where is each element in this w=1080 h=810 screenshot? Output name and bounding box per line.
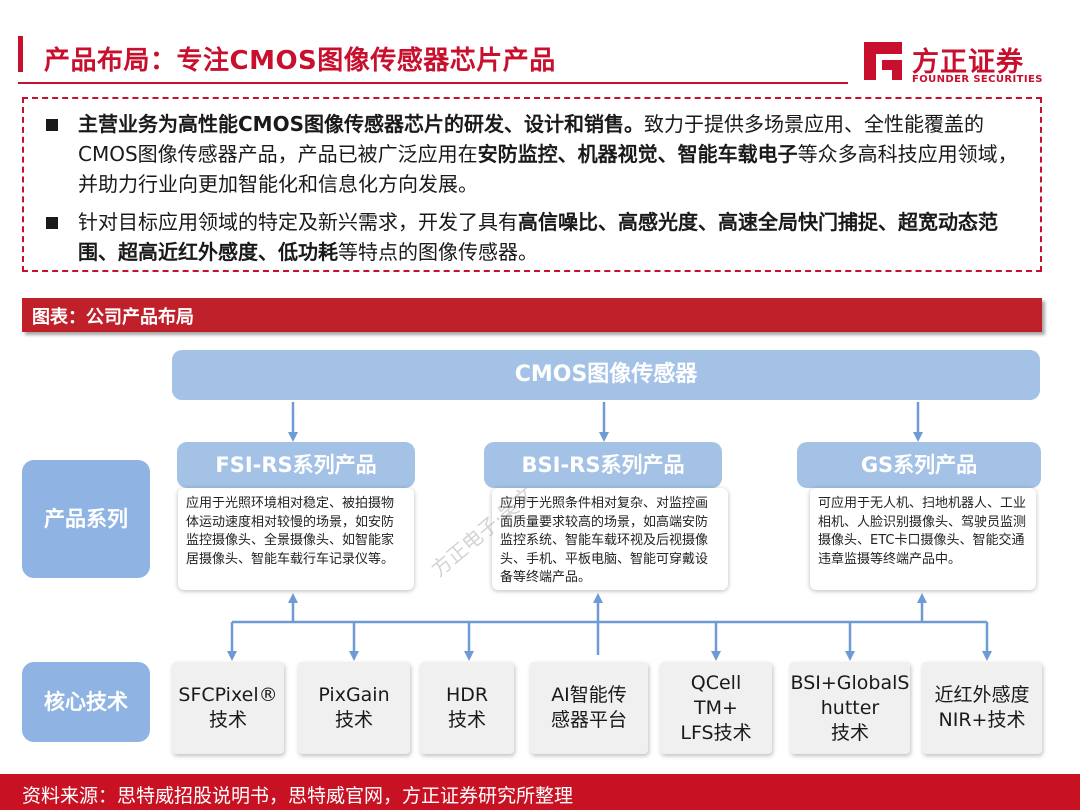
tech-label: 近红外感度 NIR+技术 bbox=[934, 684, 1030, 731]
bullet2-bold-1: 高信噪比、高感光度、高速全局快门捕捉、超宽动态范围、超高近红外感度、低功耗 bbox=[78, 210, 998, 264]
bullet2-text-1: 针对目标应用领域的特定及新兴需求，开发了具有 bbox=[78, 210, 518, 234]
bullet2-text-2: 等特点的图像传感器。 bbox=[338, 240, 538, 264]
cmos-sensor-box: CMOS图像传感器 bbox=[172, 350, 1040, 400]
tech-label: BSI+GlobalS hutter 技术 bbox=[790, 671, 910, 744]
series-bsi-rs-desc: 应用于光照条件相对复杂、对监控画面质量要求较高的场景，如高端安防监控系统、智能车… bbox=[492, 488, 728, 590]
title-underline bbox=[18, 82, 848, 84]
founder-logo: 方正证券 FOUNDER SECURITIES bbox=[862, 40, 1052, 88]
logo-chinese-name: 方正证券 bbox=[912, 47, 1024, 78]
tech-bsi-global-shutter: BSI+GlobalS hutter 技术 bbox=[790, 662, 910, 754]
logo-english-name: FOUNDER SECURITIES bbox=[912, 74, 1043, 85]
tech-qcell-lfs: QCell TM+ LFS技术 bbox=[660, 662, 772, 754]
square-bullet-icon bbox=[46, 217, 58, 229]
summary-box: 主营业务为高性能CMOS图像传感器芯片的研发、设计和销售。致力于提供多场景应用、… bbox=[22, 97, 1042, 272]
tech-pixgain: PixGain 技术 bbox=[298, 662, 410, 754]
tech-label: SFCPixel® 技术 bbox=[178, 684, 278, 731]
tech-ai-sensor-platform: AI智能传 感器平台 bbox=[530, 662, 648, 754]
bullet1-text-1: 致力于提供多场景应用、全性能覆盖的CMOS图像传感器产品，产品已被广泛应用在 bbox=[78, 112, 984, 166]
source-note: 资料来源：思特威招股说明书，思特威官网，方正证券研究所整理 bbox=[22, 785, 574, 807]
tech-label: AI智能传 感器平台 bbox=[550, 684, 627, 731]
summary-bullet-1: 主营业务为高性能CMOS图像传感器芯片的研发、设计和销售。致力于提供多场景应用、… bbox=[42, 109, 1022, 199]
bullet1-bold-2: 安防监控、机器视觉、智能车载电子 bbox=[477, 142, 798, 166]
source-footer: 资料来源：思特威招股说明书，思特威官网，方正证券研究所整理 bbox=[0, 774, 1080, 810]
tech-label: HDR 技术 bbox=[445, 684, 489, 731]
page-title: 产品布局：专注CMOS图像传感器芯片产品 bbox=[44, 46, 556, 76]
chart-header-bar: 图表：公司产品布局 bbox=[22, 298, 1042, 332]
summary-bullet-2: 针对目标应用领域的特定及新兴需求，开发了具有高信噪比、高感光度、高速全局快门捕捉… bbox=[42, 207, 1022, 267]
tech-label: PixGain 技术 bbox=[318, 684, 390, 731]
bullet1-text-2: 等众多高科技应用领域，并助力行业向更加智能化和信息化方向发展。 bbox=[78, 142, 1018, 196]
tech-nir-plus: 近红外感度 NIR+技术 bbox=[922, 662, 1042, 754]
series-fsi-rs-desc: 应用于光照环境相对稳定、被拍摄物体运动速度相对较慢的场景，如安防监控摄像头、全景… bbox=[178, 488, 414, 590]
series-fsi-rs-head: FSI-RS系列产品 bbox=[177, 442, 415, 488]
series-gs-head: GS系列产品 bbox=[797, 442, 1041, 488]
founder-logo-icon bbox=[864, 42, 902, 80]
series-gs-desc: 可应用于无人机、扫地机器人、工业相机、人脸识别摄像头、驾驶员监测摄像头、ETC卡… bbox=[810, 488, 1036, 590]
title-accent-bar bbox=[18, 36, 23, 72]
square-bullet-icon bbox=[46, 119, 58, 131]
tech-hdr: HDR 技术 bbox=[420, 662, 514, 754]
tech-sfcpixel: SFCPixel® 技术 bbox=[172, 662, 284, 754]
product-series-label: 产品系列 bbox=[22, 460, 150, 578]
chart-header-title: 图表：公司产品布局 bbox=[32, 307, 194, 328]
series-bsi-rs-head: BSI-RS系列产品 bbox=[484, 442, 722, 488]
tech-label: QCell TM+ LFS技术 bbox=[680, 671, 752, 744]
core-tech-label: 核心技术 bbox=[22, 662, 150, 742]
bullet1-bold-1: 主营业务为高性能CMOS图像传感器芯片的研发、设计和销售。 bbox=[78, 112, 644, 136]
